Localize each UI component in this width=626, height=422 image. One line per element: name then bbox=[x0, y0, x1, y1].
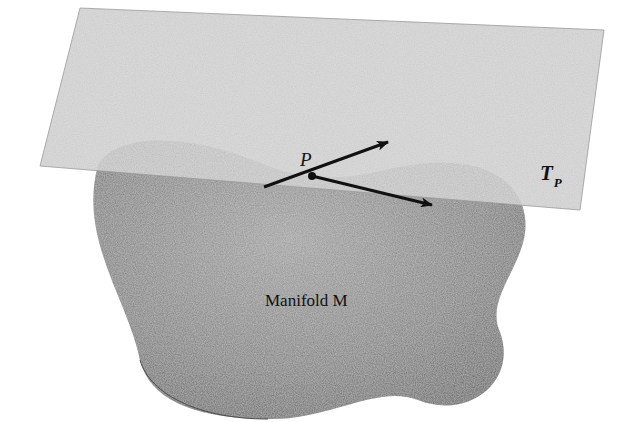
tangent-plane bbox=[40, 8, 604, 210]
space-subscript: P bbox=[554, 176, 562, 189]
manifold-label: Manifold M bbox=[265, 292, 348, 309]
tangent-vector bbox=[312, 176, 432, 205]
point-p bbox=[308, 172, 316, 180]
tangent-plane-edge bbox=[40, 8, 604, 210]
manifold-rim bbox=[140, 360, 268, 419]
space-label: T bbox=[540, 163, 553, 184]
point-label: P bbox=[300, 150, 312, 169]
